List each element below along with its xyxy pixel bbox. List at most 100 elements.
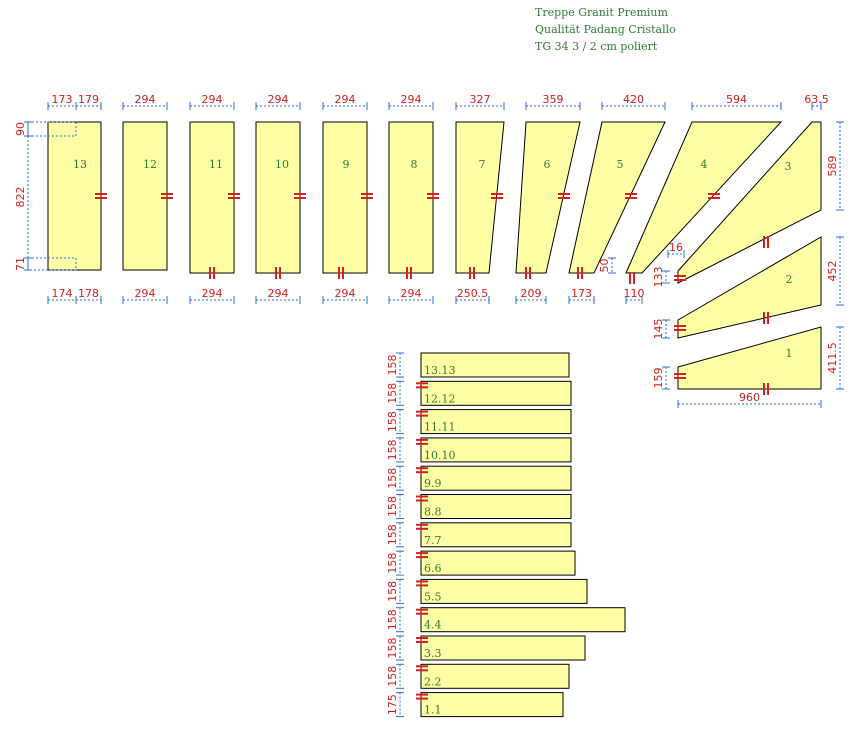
dimension-label: 179 bbox=[78, 93, 99, 106]
dimension-label: 327 bbox=[470, 93, 491, 106]
tread-2: 2 452 145 bbox=[652, 236, 844, 340]
dimension-label: 158 bbox=[386, 524, 399, 545]
tread-label: 6 bbox=[544, 158, 551, 171]
riser-outline bbox=[420, 635, 586, 661]
dimension-label: 90 bbox=[14, 122, 27, 136]
dimension-label: 158 bbox=[386, 355, 399, 376]
dimension-label: 71 bbox=[14, 257, 27, 271]
tread-outline bbox=[255, 121, 301, 274]
dimension-label: 158 bbox=[386, 411, 399, 432]
tread-label: 10 bbox=[275, 158, 289, 171]
tread-label: 2 bbox=[786, 273, 793, 286]
riser-label: 2.2 bbox=[424, 675, 442, 688]
dimension-label: 173 bbox=[571, 287, 592, 300]
dimension-label: 250.5 bbox=[457, 287, 489, 300]
tread-outline bbox=[455, 121, 505, 274]
dimension-label: 145 bbox=[652, 319, 665, 340]
riser-outline bbox=[420, 494, 572, 519]
dimension-label: 174 bbox=[52, 287, 73, 300]
riser-outline bbox=[420, 522, 572, 548]
riser-label: 6.6 bbox=[424, 562, 442, 575]
tread-10: 10 294 294 bbox=[255, 93, 306, 304]
tread-outline bbox=[568, 121, 666, 274]
tread-label: 9 bbox=[343, 158, 350, 171]
tread-outline bbox=[625, 121, 783, 274]
dimension-label: 294 bbox=[268, 93, 289, 106]
dimension-label: 158 bbox=[386, 553, 399, 574]
dimension-label: 173 bbox=[52, 93, 73, 106]
tread-outline bbox=[47, 121, 102, 271]
tread-outline bbox=[122, 121, 168, 271]
dimension-label: 294 bbox=[135, 287, 156, 300]
dimension-label: 159 bbox=[652, 368, 665, 389]
tread-label: 11 bbox=[209, 158, 223, 171]
riser-outline bbox=[420, 380, 572, 406]
tread-label: 13 bbox=[73, 158, 87, 171]
dimension-label: 158 bbox=[386, 468, 399, 489]
dimension-label: 158 bbox=[386, 496, 399, 517]
risers-layer: 13.1315812.1215811.1115810.101589.91588.… bbox=[386, 352, 626, 718]
riser-3.3: 3.3 158 bbox=[386, 635, 586, 661]
tread-label: 4 bbox=[701, 158, 708, 171]
riser-11.11: 11.11 158 bbox=[386, 409, 572, 435]
riser-outline bbox=[420, 437, 572, 463]
corner-cut-outline bbox=[27, 121, 77, 137]
riser-label: 3.3 bbox=[424, 647, 442, 660]
riser-label: 7.7 bbox=[424, 534, 442, 547]
dimension-label: 294 bbox=[202, 93, 223, 106]
dimension-label: 960 bbox=[739, 391, 760, 404]
riser-label: 8.8 bbox=[424, 506, 442, 519]
tread-1: 1 411.5 159 960 bbox=[652, 326, 844, 408]
title-block: Treppe Granit Premium Qualität Padang Cr… bbox=[535, 4, 676, 55]
dimension-label: 294 bbox=[401, 93, 422, 106]
tread-label: 8 bbox=[411, 158, 418, 171]
riser-label: 10.10 bbox=[424, 449, 456, 462]
dimension-label: 110 bbox=[624, 287, 645, 300]
tread-label: 5 bbox=[617, 158, 624, 171]
dimension-label: 63.5 bbox=[804, 93, 829, 106]
riser-outline bbox=[420, 578, 588, 604]
tread-label: 1 bbox=[786, 347, 793, 360]
tread-label: 3 bbox=[785, 160, 792, 173]
dimension-label: 411.5 bbox=[826, 342, 839, 374]
title-line-3: TG 34 3 / 2 cm poliert bbox=[535, 40, 658, 53]
title-line-2: Qualität Padang Cristallo bbox=[535, 23, 676, 36]
dimension-label: 294 bbox=[268, 287, 289, 300]
riser-outline bbox=[420, 692, 564, 718]
dimension-label: 158 bbox=[386, 609, 399, 630]
riser-9.9: 9.9 158 bbox=[386, 465, 572, 491]
dimension-label: 294 bbox=[335, 93, 356, 106]
dimension-label: 209 bbox=[521, 287, 542, 300]
riser-label: 12.12 bbox=[424, 392, 456, 405]
riser-label: 4.4 bbox=[424, 619, 442, 632]
dimension-label: 178 bbox=[78, 287, 99, 300]
riser-label: 11.11 bbox=[424, 421, 456, 434]
riser-2.2: 2.2 158 bbox=[386, 663, 570, 689]
tread-7: 7 327 250.5 bbox=[455, 93, 505, 304]
riser-outline bbox=[420, 550, 576, 576]
dimension-label: 158 bbox=[386, 638, 399, 659]
riser-outline bbox=[420, 607, 626, 633]
corner-cut-outline bbox=[27, 257, 77, 271]
dimension-label: 594 bbox=[726, 93, 747, 106]
riser-label: 9.9 bbox=[424, 477, 442, 490]
tread-outline bbox=[677, 236, 822, 339]
dimension-label: 452 bbox=[826, 261, 839, 282]
dimension-label: 158 bbox=[386, 439, 399, 460]
riser-outline bbox=[420, 663, 570, 689]
tread-label: 7 bbox=[479, 158, 486, 171]
dimension-label: 158 bbox=[386, 666, 399, 687]
riser-8.8: 8.8 158 bbox=[386, 494, 572, 519]
